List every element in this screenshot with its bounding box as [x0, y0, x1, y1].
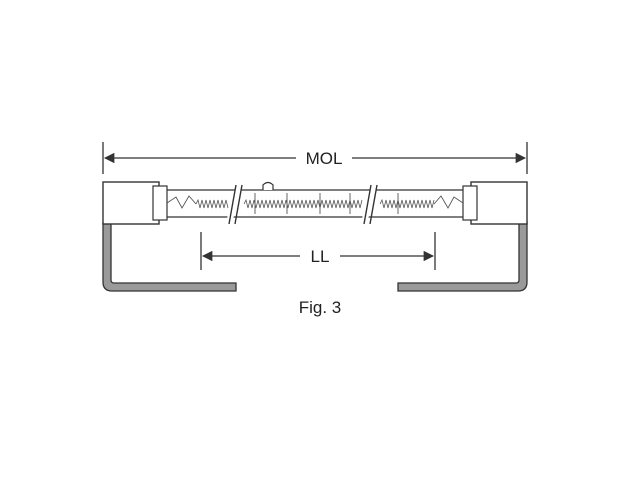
ll-label: LL — [311, 247, 330, 266]
left-lead-wire — [102, 221, 237, 292]
exhaust-tip — [262, 181, 274, 190]
right-end-cap — [470, 181, 528, 225]
filament-coil — [195, 198, 435, 209]
left-filament-lead — [166, 195, 197, 209]
tube-break-mark-right — [360, 183, 378, 225]
right-end-cap-neck — [462, 185, 478, 221]
tube-break-mark-left — [225, 183, 243, 225]
filament-supports — [254, 193, 399, 214]
left-end-cap-neck — [152, 185, 168, 221]
mol-label: MOL — [306, 149, 343, 168]
right-filament-lead — [433, 195, 464, 209]
left-end-cap — [102, 181, 160, 225]
figure-caption: Fig. 3 — [298, 298, 342, 317]
right-lead-wire — [397, 221, 528, 292]
